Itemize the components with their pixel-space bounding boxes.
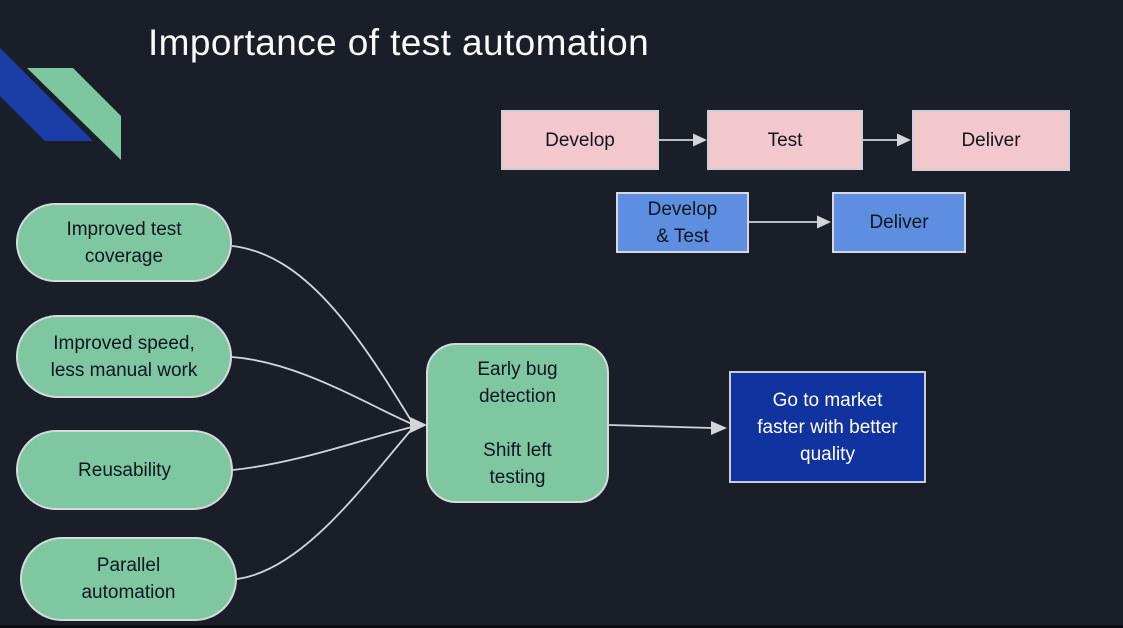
benefit-pill-test-coverage: Improved test coverage — [16, 203, 232, 282]
manual-flow-step-develop: Develop — [501, 110, 659, 170]
connector-benefit-2 — [231, 356, 413, 425]
connector-benefit-4 — [236, 428, 413, 580]
brand-logo-icon — [0, 48, 121, 160]
benefit-label: Reusability — [78, 459, 171, 481]
benefit-pill-speed: Improved speed, less manual work — [16, 315, 232, 398]
hub-text-line: Shift left testing — [483, 439, 552, 488]
arrowhead-combined — [817, 215, 831, 229]
combined-flow-step-deliver: Deliver — [832, 192, 966, 253]
slide-bottom-edge — [0, 625, 1123, 628]
arrowhead-manual-1 — [693, 133, 707, 147]
hub-text-line: Early bug detection — [477, 358, 558, 407]
arrowhead-outcome — [711, 421, 727, 435]
manual-flow-step-test: Test — [707, 110, 863, 170]
page-title: Importance of test automation — [148, 22, 650, 63]
benefit-pill-reusability: Reusability — [16, 430, 233, 510]
step-label: Test — [767, 129, 803, 151]
step-label: Deliver — [961, 130, 1021, 151]
benefit-pill-parallel-automation: Parallel automation — [20, 537, 237, 621]
hub-box-early-bug-detection: Early bug detection Shift left testing — [426, 343, 609, 503]
outcome-text: Go to market faster with better quality — [757, 389, 898, 465]
step-label-line: Develop — [647, 198, 718, 220]
connector-benefit-3 — [232, 426, 413, 471]
benefit-label: Improved test coverage — [66, 218, 182, 267]
connector-outcome — [608, 424, 713, 429]
step-label-line: Deliver — [869, 212, 929, 233]
outcome-box-go-to-market: Go to market faster with better quality — [729, 371, 926, 483]
arrowhead-hub — [410, 417, 427, 433]
benefit-label: Improved speed, less manual work — [50, 332, 198, 381]
combined-flow-step-develop-test: Develop & Test — [616, 192, 749, 253]
arrowhead-manual-2 — [897, 133, 911, 147]
connector-benefit-1 — [231, 245, 413, 423]
step-label-line: & Test — [656, 225, 709, 247]
benefit-label: Parallel automation — [81, 555, 176, 603]
manual-flow-step-deliver: Deliver — [912, 110, 1070, 171]
step-label: Develop — [545, 129, 615, 151]
